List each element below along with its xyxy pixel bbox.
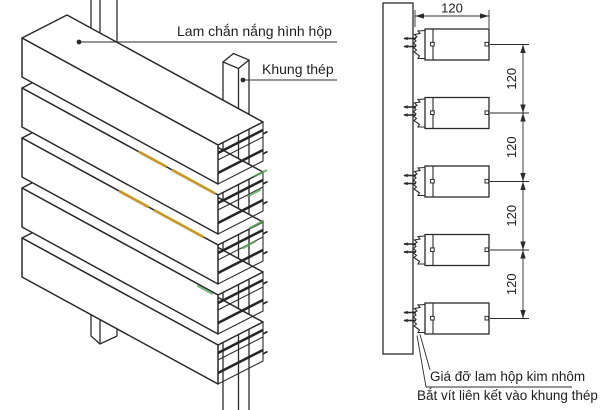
dim-spacing-label-4: 120: [504, 273, 519, 295]
leader-frame-label: [240, 77, 337, 83]
leader-bracket-label: [416, 334, 572, 388]
section-view: 120 120 120 120 120: [382, 1, 598, 403]
dim-spacing-label-3: 120: [504, 205, 519, 227]
dimension-spacing-chain: 120 120 120 120: [490, 44, 529, 319]
dimension-width: 120: [414, 1, 490, 28]
dim-spacing-label-2: 120: [504, 136, 519, 158]
leader-louver-label: [76, 39, 337, 45]
section-louver-5: [402, 302, 490, 335]
frame-label: Khung thép: [262, 61, 334, 77]
dim-width-label: 120: [441, 1, 463, 16]
section-louver-2: [402, 96, 490, 130]
section-louver-3: [402, 165, 490, 198]
screw-label: Bắt vít liên kết vào khung thép: [417, 388, 598, 403]
isometric-view: Lam chắn nắng hình hộp Khung thép: [20, 0, 337, 410]
bracket-label: Giá đỡ lam hộp kim nhôm: [430, 369, 585, 384]
highlight-strokes-green: [196, 169, 268, 295]
section-louver-1: [402, 28, 490, 61]
dim-spacing-label-1: 120: [504, 68, 519, 90]
section-louver-4: [402, 233, 490, 267]
highlight-strokes-yellow: [118, 150, 216, 238]
louver-label: Lam chắn nắng hình hộp: [177, 23, 332, 39]
steel-frame-bar: [382, 2, 414, 355]
